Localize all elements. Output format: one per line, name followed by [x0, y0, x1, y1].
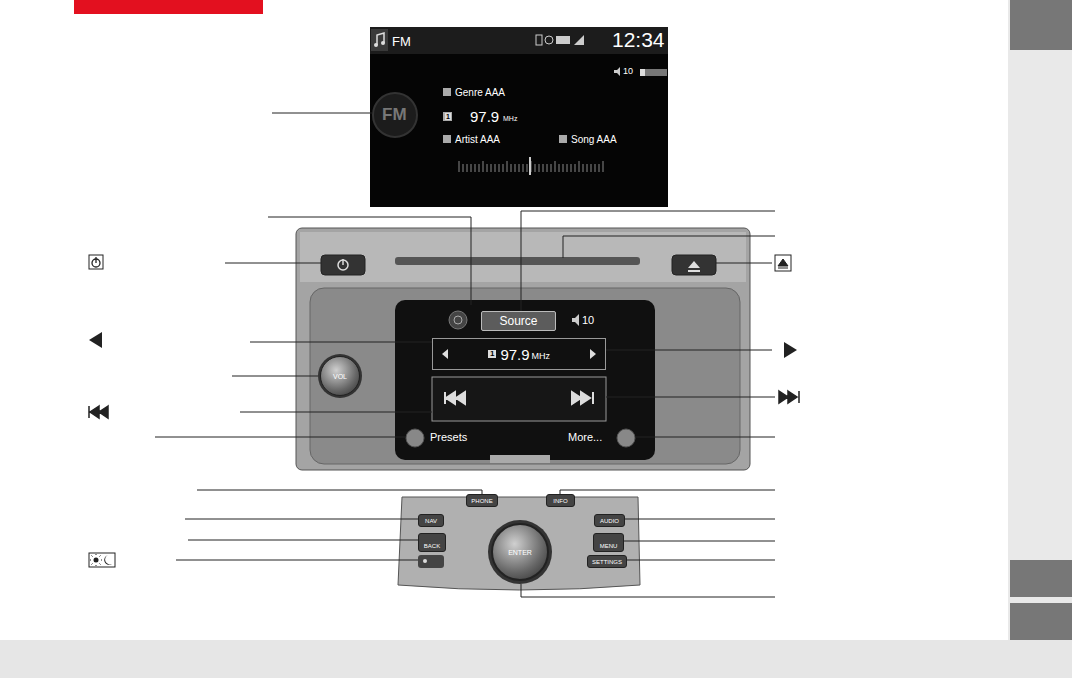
phone-button: PHONE	[466, 494, 498, 507]
volume-knob: VOL	[320, 356, 360, 396]
label: Genre AAA	[455, 88, 505, 98]
button-text: Source	[499, 315, 537, 327]
label: Artist AAA	[455, 135, 500, 145]
button-text: MHz	[532, 348, 551, 361]
back-button: BACK	[418, 533, 446, 552]
button-text: 97.9	[500, 347, 529, 362]
button-text: INFO	[553, 498, 567, 504]
button-text: PHONE	[471, 498, 492, 504]
button-text: BACK	[424, 543, 440, 549]
label: Song AAA	[571, 135, 617, 145]
frequency-display: 1 97.9MHz	[432, 338, 606, 370]
nav-button: NAV	[418, 514, 444, 527]
audio-button: AUDIO	[594, 514, 625, 527]
button-text: NAV	[425, 518, 437, 524]
button-text: ENTER	[508, 549, 532, 556]
label: 10	[582, 315, 594, 326]
enter-knob: ENTER	[491, 523, 549, 581]
label: More...	[568, 432, 602, 443]
label: 12:34	[612, 29, 665, 50]
button-text: SETTINGS	[592, 559, 622, 565]
label: MHz	[503, 115, 517, 122]
label: 1	[445, 113, 451, 120]
settings-button: SETTINGS	[587, 555, 627, 568]
label: FM	[382, 106, 407, 123]
source-button: Source	[481, 311, 556, 331]
menu-button: MENU	[593, 533, 624, 552]
button-text: 1	[488, 350, 496, 358]
label: Presets	[430, 432, 467, 443]
button-text: AUDIO	[600, 518, 619, 524]
button-text: MENU	[600, 543, 618, 549]
button-text: VOL	[333, 373, 347, 380]
label: FM	[392, 35, 411, 48]
label: 10	[623, 67, 633, 76]
info-button: INFO	[546, 494, 575, 507]
label: 97.9	[470, 109, 499, 124]
